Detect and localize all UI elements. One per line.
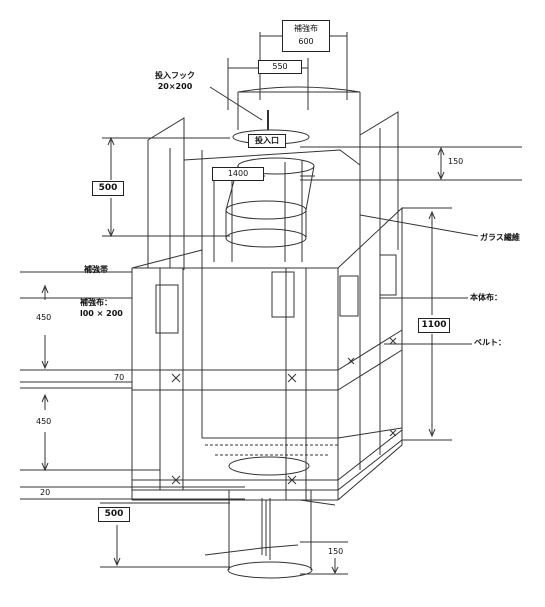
dim-450-b: 450 bbox=[36, 417, 52, 426]
dim-70: 70 bbox=[114, 373, 125, 382]
dim-150-top: 150 bbox=[448, 157, 464, 166]
reinforce-band-label: 補強帯 bbox=[84, 265, 108, 274]
belt-label: ベルト： bbox=[474, 338, 506, 347]
hook-label: 投入フック 20×200 bbox=[140, 70, 210, 92]
dim-600: 600 bbox=[298, 37, 314, 46]
hook-size: 20×200 bbox=[157, 82, 193, 91]
reinforce-side-label: 補強布： l00 × 200 bbox=[80, 297, 150, 319]
body-cloth-label: 本体布： bbox=[470, 293, 502, 302]
glass-fiber-label: ガラス繊維 bbox=[480, 233, 520, 242]
reinforce-side-size: l00 × 200 bbox=[80, 309, 123, 318]
dim-500-top: 500 bbox=[92, 181, 124, 196]
reinforce-top-box: 補強布 600 bbox=[282, 20, 330, 52]
dim-150-bottom: 150 bbox=[328, 547, 344, 556]
dim-450-a: 450 bbox=[36, 313, 52, 322]
dim-550: 550 bbox=[258, 60, 302, 74]
dim-500-bottom: 500 bbox=[98, 507, 130, 522]
hook-title: 投入フック bbox=[155, 71, 195, 80]
dim-1100: 1100 bbox=[418, 318, 450, 333]
reinforce-side-title: 補強布： bbox=[80, 298, 112, 307]
reinforce-top-label: 補強布 bbox=[294, 24, 318, 33]
dim-20: 20 bbox=[40, 488, 51, 497]
inlet-label: 投入口 bbox=[248, 134, 286, 148]
dim-1400: 1400 bbox=[212, 167, 264, 181]
